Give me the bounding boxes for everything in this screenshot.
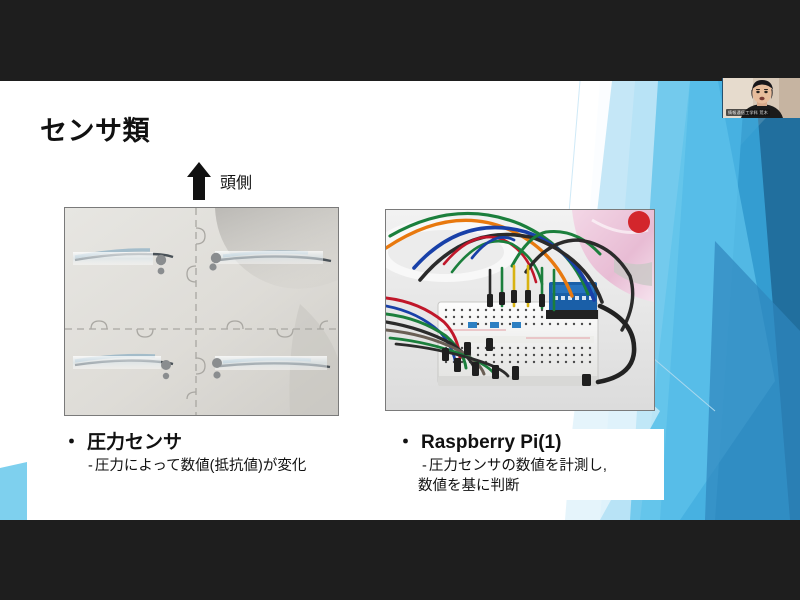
webcam-name-badge: 情報通信工学科 荒木 [726,109,771,116]
caption-heading-text: Raspberry Pi(1) [421,432,562,453]
caption-subline-text: 圧力によって数値(抵抗値)が変化 [94,457,307,474]
page-title: センサ類 [40,116,150,146]
bullet-icon: ・ [396,432,416,453]
bullet-icon: ・ [62,432,82,453]
letterbox-bottom [0,520,800,600]
dash-icon: - [422,457,427,474]
caption-subline: -圧力によって数値(抵抗値)が変化 [62,457,382,476]
caption-subline-2-text: 数値を基に判断 [418,478,520,495]
webcam-self-view-tile[interactable]: 情報通信工学科 荒木 [722,78,800,118]
pressure-sensor-photo [64,207,339,416]
letterbox-top [0,0,800,81]
webcam-video-icon [723,78,800,118]
direction-label: 頭側 [220,175,253,192]
caption-raspberry-pi: ・Raspberry Pi(1) -圧力センサの数値を計測し, 数値を基に判断 [394,429,664,500]
caption-subline-2: 数値を基に判断 [396,477,658,496]
direction-marker: 頭側 [186,161,252,201]
caption-subline: -圧力センサの数値を計測し, [396,457,658,476]
dash-icon: - [88,457,93,474]
caption-pressure-sensor: ・圧力センサ -圧力によって数値(抵抗値)が変化 [60,429,388,480]
caption-subline-text: 圧力センサの数値を計測し, [428,457,607,474]
raspberry-pi-photo [385,209,655,411]
presentation-slide: センサ類 頭側 [0,81,800,520]
caption-heading-text: 圧力センサ [87,432,183,453]
arrow-up-icon [187,162,211,200]
caption-heading: ・圧力センサ [62,431,382,455]
caption-heading: ・Raspberry Pi(1) [396,431,658,455]
